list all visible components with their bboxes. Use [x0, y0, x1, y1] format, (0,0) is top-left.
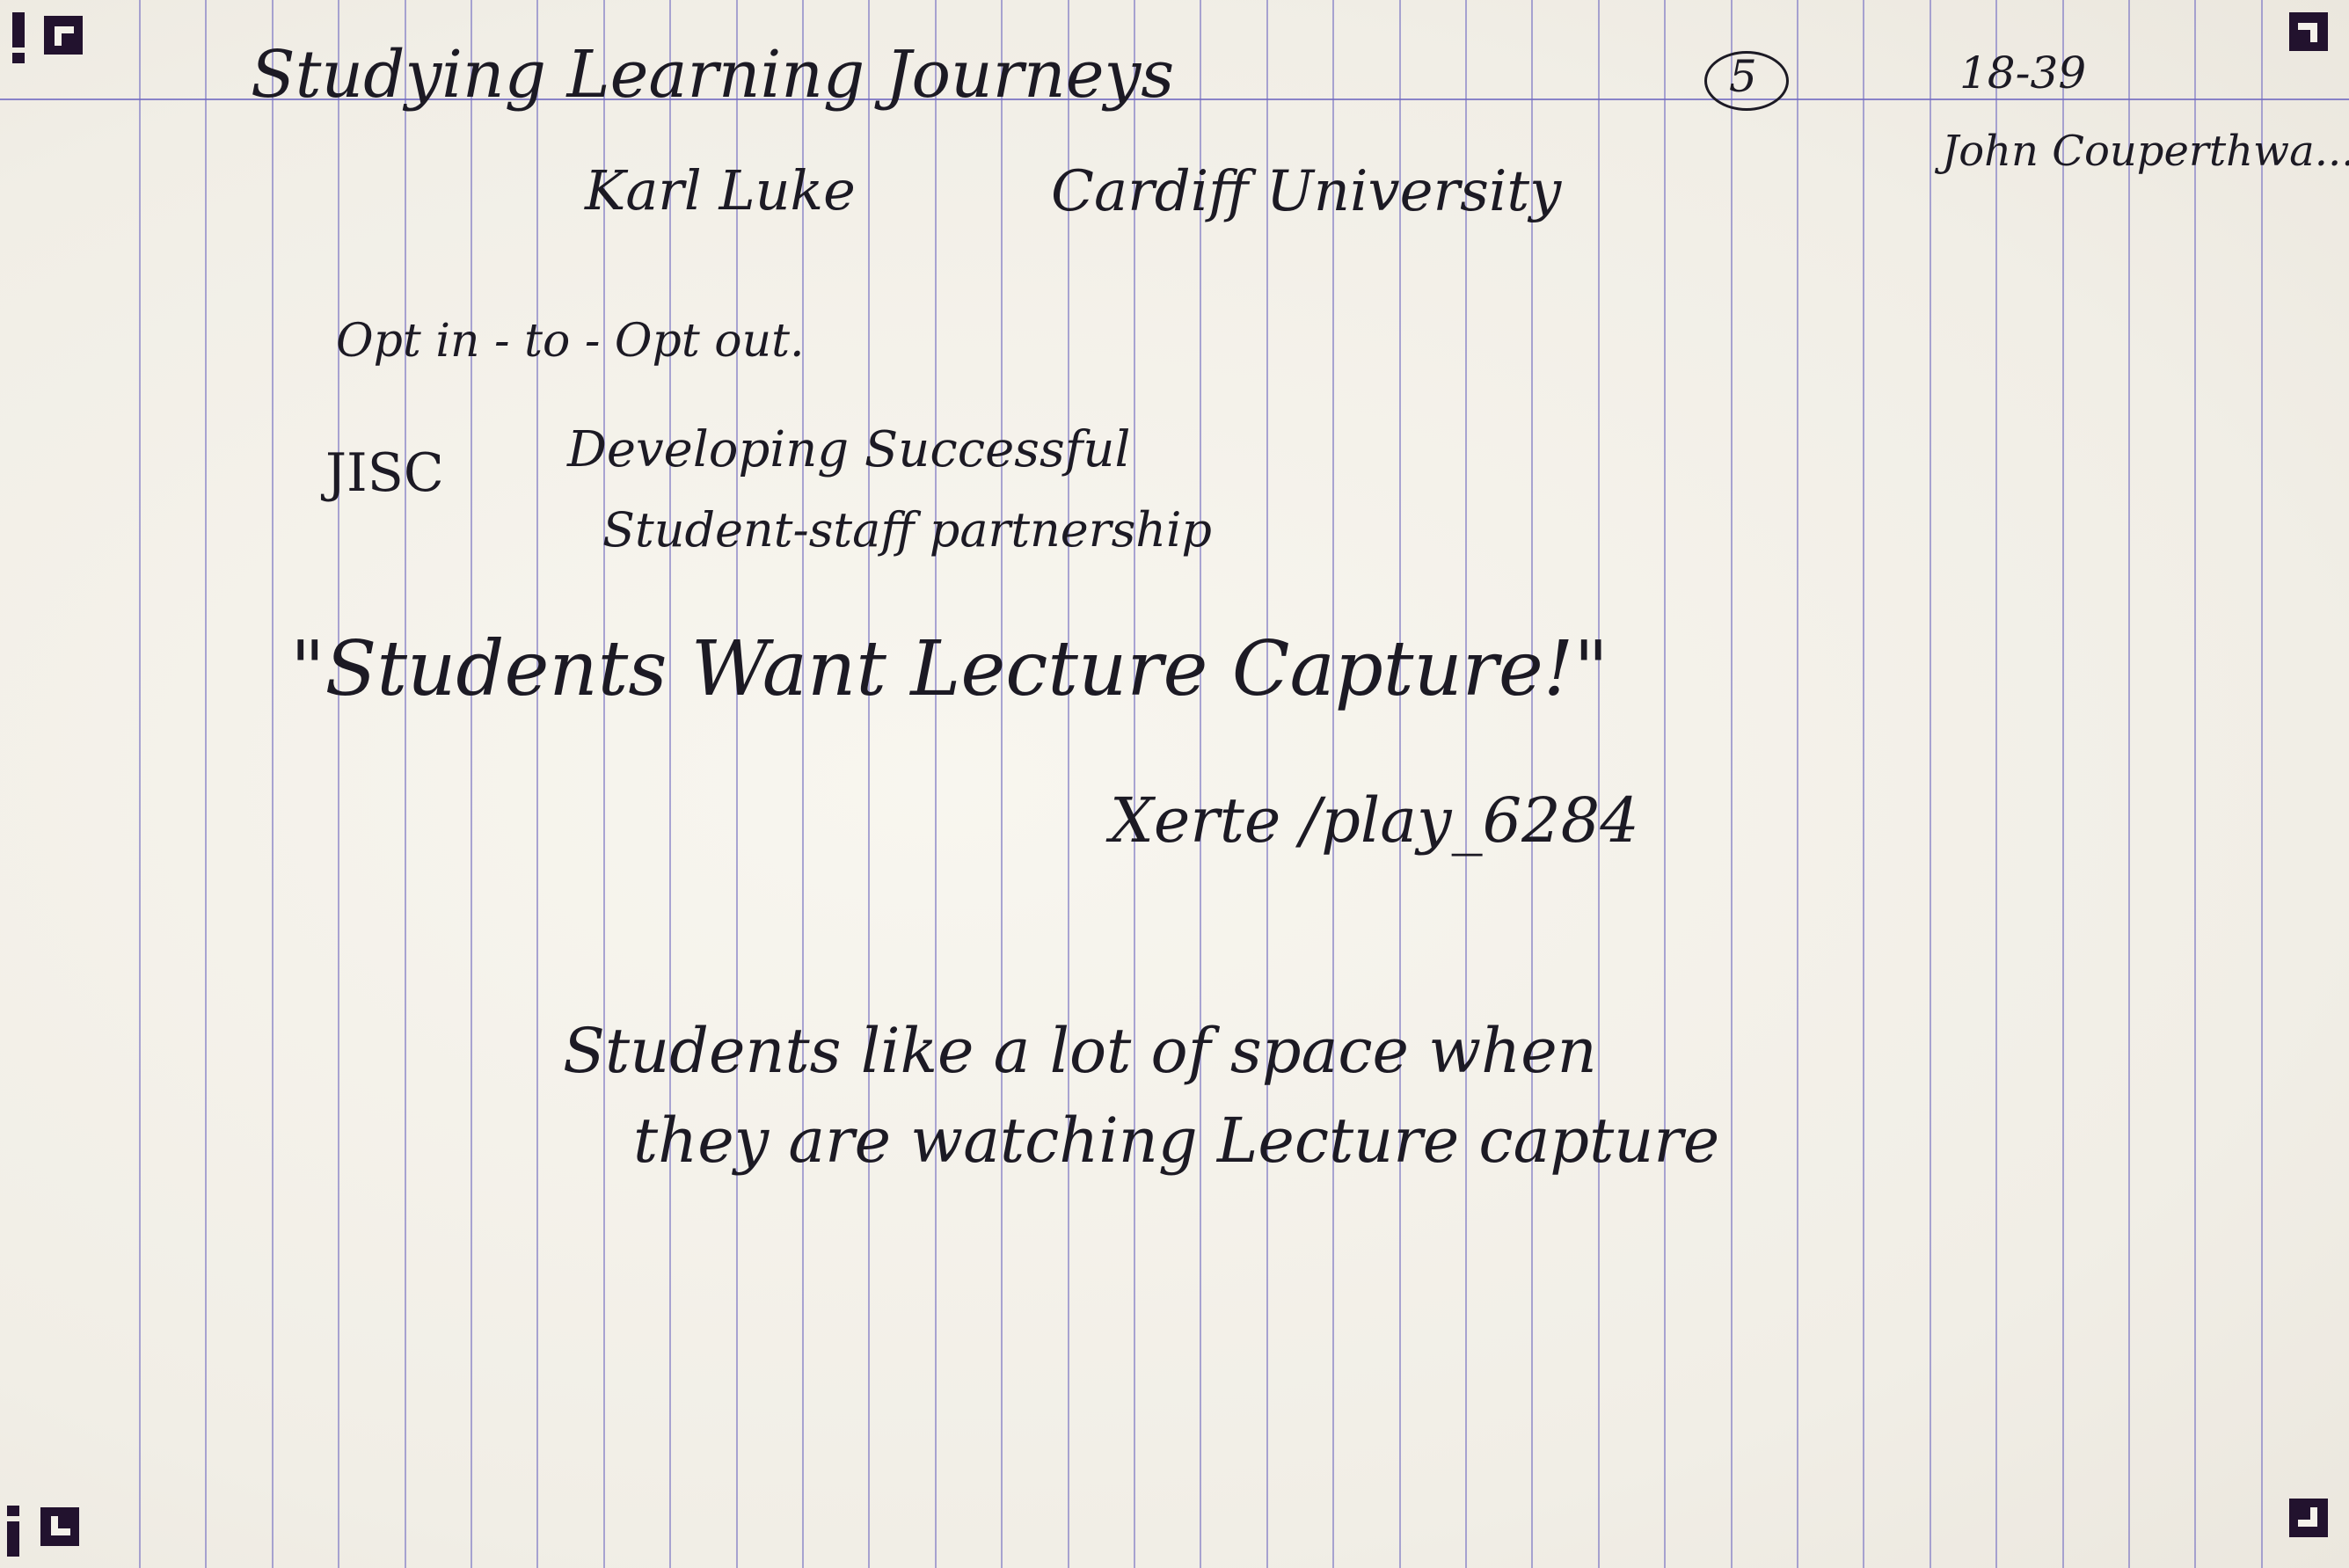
- vertical-rule-line: [1531, 0, 1533, 1568]
- vertical-rule-line: [536, 0, 538, 1568]
- vertical-rule-line: [1001, 0, 1003, 1568]
- vertical-rule-line: [935, 0, 937, 1568]
- note-jisc-label: JISC: [325, 442, 444, 504]
- vertical-rule-line: [603, 0, 605, 1568]
- vertical-rule-line: [1731, 0, 1733, 1568]
- vertical-rule-line: [1797, 0, 1798, 1568]
- vertical-rule-line: [1200, 0, 1201, 1568]
- vertical-rule-line: [1399, 0, 1401, 1568]
- vertical-rule-line: [2128, 0, 2130, 1568]
- vertical-rule-line: [1930, 0, 1931, 1568]
- vertical-rule-line: [1332, 0, 1334, 1568]
- vertical-rule-line: [2194, 0, 2196, 1568]
- vertical-rule-line: [868, 0, 870, 1568]
- note-reference: Xerte /play_6284: [1110, 784, 1639, 857]
- page-number-circle: [1704, 51, 1789, 111]
- top-right-corner-marker-icon: [2289, 12, 2328, 51]
- vertical-rule-line: [1863, 0, 1864, 1568]
- vertical-rule-line: [338, 0, 339, 1568]
- vertical-rule-line: [405, 0, 406, 1568]
- page-title: Studying Learning Journeys: [251, 37, 1175, 113]
- vertical-rule-line: [2261, 0, 2263, 1568]
- vertical-rule-line: [205, 0, 207, 1568]
- note-jisc-line2: Student-staff partnership: [602, 502, 1212, 558]
- speaker-name: Karl Luke: [585, 158, 856, 222]
- vertical-rule-line: [669, 0, 671, 1568]
- vertical-rule-line: [471, 0, 472, 1568]
- vertical-rule-line: [1134, 0, 1135, 1568]
- header-rule-line: [0, 98, 2349, 100]
- vertical-rule-line: [1664, 0, 1666, 1568]
- vertical-rule-line: [736, 0, 738, 1568]
- note-finding-line2: they are watching Lecture capture: [633, 1105, 1720, 1177]
- bottom-left-corner-marker-icon: [40, 1507, 79, 1546]
- note-jisc-line1: Developing Successful: [567, 421, 1131, 478]
- top-left-corner-marker-icon: [44, 16, 83, 55]
- vertical-rule-line: [802, 0, 804, 1568]
- note-opt-in: Opt in - to - Opt out.: [336, 315, 805, 368]
- bottom-left-exclamation-marker-icon: [7, 1506, 19, 1557]
- note-quote: "Students Want Lecture Capture!": [290, 625, 1609, 713]
- vertical-rule-line: [1598, 0, 1600, 1568]
- bottom-right-corner-marker-icon: [2289, 1499, 2328, 1537]
- vertical-rule-line: [1068, 0, 1069, 1568]
- vertical-rule-line: [2062, 0, 2064, 1568]
- top-left-exclamation-marker-icon: [12, 12, 25, 63]
- page-number: 5: [1729, 51, 1757, 102]
- vertical-rule-line: [1995, 0, 1997, 1568]
- vertical-rule-line: [139, 0, 141, 1568]
- note-finding-line1: Students like a lot of space when: [563, 1015, 1597, 1087]
- attendee-name: John Couperthwa...: [1942, 127, 2349, 176]
- vertical-rule-line: [1465, 0, 1467, 1568]
- vertical-rule-line: [1266, 0, 1268, 1568]
- speaker-affiliation: Cardiff University: [1051, 159, 1562, 224]
- vertical-rule-line: [272, 0, 274, 1568]
- session-time: 18-39: [1959, 47, 2087, 98]
